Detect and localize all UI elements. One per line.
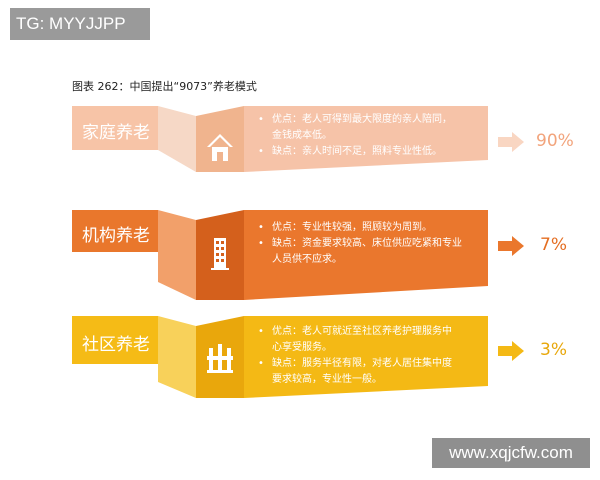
desc-line: •缺点：服务半径有限，对老人居住集中度 [258,358,452,369]
band-institution-label-panel [72,210,158,252]
row-label-institution: 机构养老 [82,226,150,246]
row-label-family: 家庭养老 [82,123,150,143]
watermark-bottom: www.xqjcfw.com [432,438,590,468]
band-community-text-panel [244,316,488,398]
band-family-fold-right [196,106,244,172]
arrow-right-icon [498,341,524,361]
watermark-top: TG: MYYJJPP [10,8,150,40]
desc-line: 人员供不应求。 [272,254,342,265]
band-family-fold-left [158,106,196,172]
percent-family: 90% [536,131,574,151]
building-icon [205,236,235,272]
desc-line: •优点：老人可得到最大限度的亲人陪同， [258,114,452,125]
band-family-label-panel [72,106,158,150]
band-community-fold-left [158,316,196,398]
figure-title: 图表 262：中国提出“9073”养老模式 [72,80,257,93]
band-institution-text-panel [244,210,488,300]
arrow-right-icon [498,132,524,152]
percent-community: 3% [540,340,567,360]
desc-line: 心享受服务。 [272,342,332,353]
desc-line: •优点：老人可就近至社区养老护理服务中 [258,326,452,337]
community-icon [205,340,235,376]
house-icon [205,130,235,166]
band-family [72,106,488,172]
row-desc-community: •优点：老人可就近至社区养老护理服务中 心享受服务。 •缺点：服务半径有限，对老… [258,324,452,388]
band-institution-fold-left [158,210,196,300]
percent-institution: 7% [540,235,567,255]
arrow-right-icon [498,236,524,256]
desc-line: •缺点：亲人时间不足，照料专业性低。 [258,146,442,157]
band-community-label-panel [72,316,158,364]
row-desc-family: •优点：老人可得到最大限度的亲人陪同， 金钱成本低。 •缺点：亲人时间不足，照料… [258,112,452,160]
desc-line: •优点：专业性较强，照顾较为周到。 [258,222,432,233]
band-family-text-panel [244,106,488,172]
desc-line: 金钱成本低。 [272,130,332,141]
row-desc-institution: •优点：专业性较强，照顾较为周到。 •缺点：资金要求较高、床位供应吃紧和专业 人… [258,220,462,268]
desc-line: 要求较高，专业性一般。 [272,374,382,385]
row-label-community: 社区养老 [82,335,150,355]
desc-line: •缺点：资金要求较高、床位供应吃紧和专业 [258,238,462,249]
